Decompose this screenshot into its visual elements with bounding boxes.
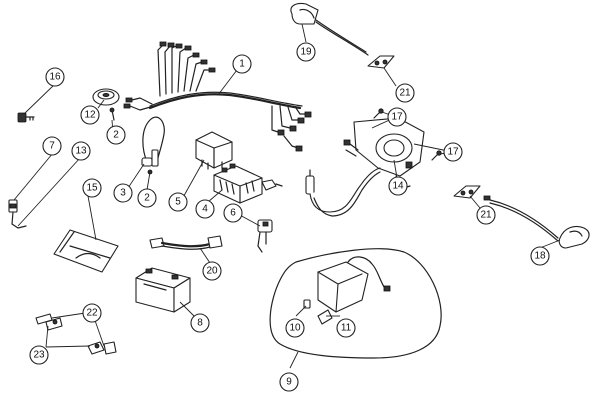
callout-label: 20	[206, 266, 218, 277]
callout-label: 13	[75, 146, 87, 157]
callout-7: 7	[42, 136, 62, 156]
callout-6: 6	[223, 203, 243, 223]
callout-20: 20	[202, 261, 222, 281]
harness-tube	[305, 167, 381, 217]
callout-label: 21	[399, 88, 411, 99]
ignition-key	[17, 112, 35, 123]
callout-label: 17	[447, 147, 459, 158]
callout-14: 14	[388, 176, 408, 196]
headlight-assembly	[269, 248, 442, 359]
mounting-plate	[367, 55, 395, 69]
connector	[257, 219, 273, 253]
callout-label: 2	[113, 130, 119, 141]
callout-2: 2	[106, 125, 126, 145]
sensor	[141, 116, 165, 175]
mounting-plate	[453, 185, 481, 199]
callout-3: 3	[113, 183, 133, 203]
brake-switch	[8, 199, 27, 229]
callout-label: 2	[144, 193, 150, 204]
callout-11: 11	[336, 318, 356, 338]
callout-23: 23	[29, 345, 49, 365]
callout-label: 23	[33, 350, 45, 361]
callout-21: 21	[476, 205, 496, 225]
callout-10: 10	[285, 318, 305, 338]
callout-label: 21	[480, 210, 492, 221]
callout-label: 7	[49, 141, 55, 152]
callout-label: 12	[84, 110, 96, 121]
bolt	[109, 107, 115, 121]
callout-19: 19	[296, 42, 316, 62]
owner-manual	[53, 229, 119, 273]
bracket	[35, 313, 117, 355]
callout-label: 15	[86, 183, 98, 194]
callout-label: 6	[230, 208, 236, 219]
callout-5: 5	[168, 192, 188, 212]
callout-21: 21	[395, 83, 415, 103]
callout-16: 16	[45, 67, 65, 87]
relay	[195, 131, 233, 170]
callout-label: 19	[300, 47, 312, 58]
callout-9: 9	[279, 372, 299, 392]
callout-label: 9	[286, 377, 292, 388]
battery-cable	[149, 235, 223, 250]
callout-label: 11	[341, 323, 352, 334]
callout-13: 13	[71, 141, 91, 161]
callout-12: 12	[80, 105, 100, 125]
callout-17: 17	[443, 142, 463, 162]
callout-18: 18	[530, 246, 550, 266]
callout-label: 1	[239, 59, 245, 70]
callout-label: 8	[197, 318, 203, 329]
callout-label: 17	[391, 112, 403, 123]
front-turn-signal	[290, 2, 369, 56]
wiring-harness	[123, 41, 312, 152]
callout-label: 10	[289, 323, 301, 334]
battery	[135, 267, 191, 313]
callout-1: 1	[232, 54, 252, 74]
callout-label: 3	[120, 188, 126, 199]
lamp-bracket	[343, 117, 425, 189]
callout-4: 4	[195, 199, 215, 219]
callout-8: 8	[190, 313, 210, 333]
callout-17: 17	[387, 107, 407, 127]
fuse-box	[213, 163, 283, 204]
callout-label: 18	[534, 251, 546, 262]
horn	[92, 88, 120, 106]
callout-15: 15	[82, 178, 102, 198]
callout-label: 14	[392, 181, 404, 192]
rear-turn-signal	[483, 195, 590, 249]
callout-label: 4	[202, 204, 208, 215]
callout-2: 2	[137, 188, 157, 208]
callout-label: 22	[86, 308, 98, 319]
callout-label: 5	[175, 197, 181, 208]
callout-22: 22	[82, 303, 102, 323]
callout-label: 16	[49, 72, 61, 83]
